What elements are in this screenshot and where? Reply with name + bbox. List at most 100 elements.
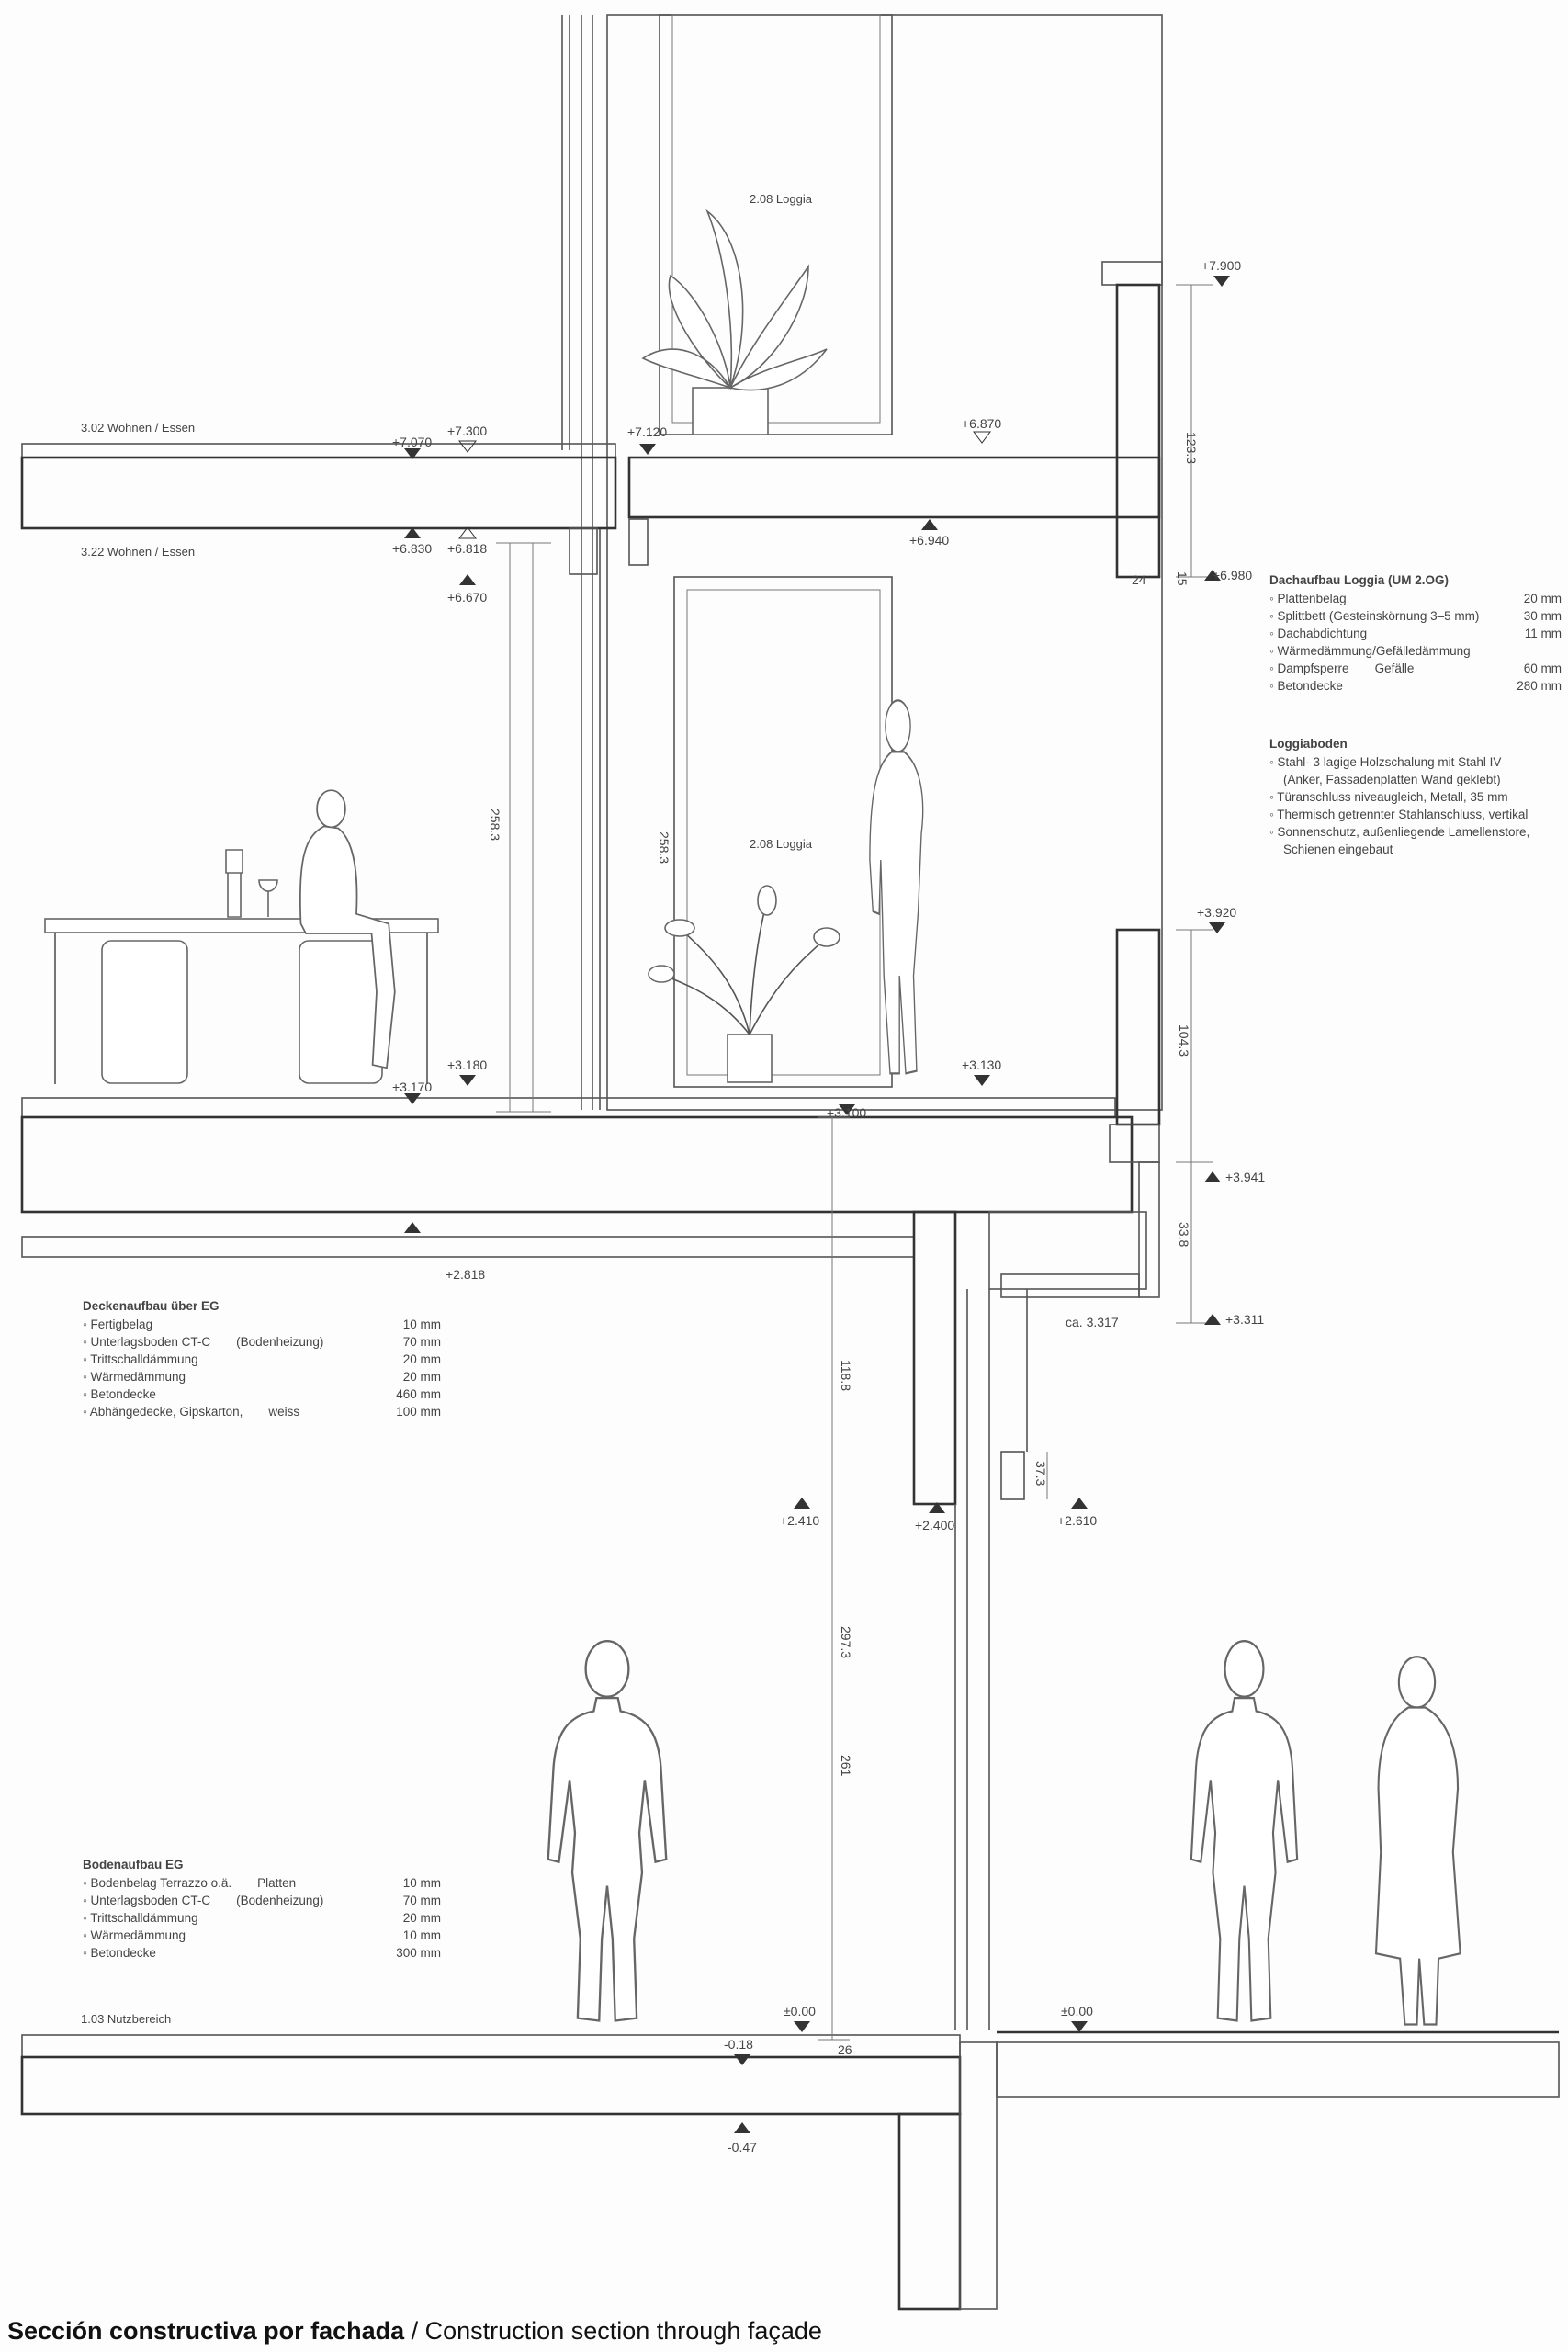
- upper-window: [659, 14, 893, 435]
- note-value: [1510, 841, 1562, 858]
- level-marker: +7.120: [627, 424, 667, 455]
- level-marker: -0.47: [728, 2122, 757, 2154]
- dim-label: 297.3: [839, 1626, 853, 1658]
- level-marker: -0.18: [724, 2037, 753, 2065]
- level-marker: +2.818: [404, 1222, 485, 1282]
- note-title: Bodenaufbau EG: [83, 1858, 184, 1871]
- upper-slab: [20, 456, 617, 530]
- note-row: ◦ Sonnenschutz, außenliegende Lamellenst…: [1269, 823, 1562, 841]
- note-mid: Gefälle: [1374, 662, 1415, 675]
- note-text: ◦ Wärmedämmung/Gefälledämmung: [1269, 644, 1471, 658]
- note-mid: [198, 1351, 389, 1368]
- note-text: ◦ Dachabdichtung: [1269, 627, 1368, 640]
- level-marker: ±0.00: [1061, 2004, 1093, 2032]
- note-row: ◦ Dampfsperre Gefälle 60 mm: [1269, 660, 1562, 677]
- note-text: ◦ Unterlagsboden CT-C: [83, 1335, 211, 1349]
- note-value: 460 mm: [396, 1387, 441, 1401]
- svg-text:+6.980: +6.980: [1213, 568, 1252, 582]
- note-text: ◦ Betondecke: [83, 1946, 156, 1960]
- brick-lintel: [988, 1211, 1147, 1290]
- svg-text:+7.900: +7.900: [1201, 258, 1241, 273]
- note-text: ◦ Thermisch getrennter Stahlanschluss, v…: [1269, 808, 1529, 821]
- note-text: ◦ Türanschluss niveaugleich, Metall, 35 …: [1269, 790, 1508, 804]
- exterior-paving: [996, 2041, 1560, 2098]
- note-text: ◦ Trittschalldämmung: [83, 1911, 198, 1925]
- note-text: ◦ Wärmedämmung: [83, 1370, 186, 1384]
- note-text: ◦ Stahl- 3 lagige Holzschalung mit Stahl…: [1269, 755, 1502, 769]
- dim-label: 261: [839, 1755, 853, 1777]
- svg-text:+3.130: +3.130: [962, 1057, 1001, 1072]
- person-standing-woman-right: [1374, 1656, 1461, 2026]
- svg-text:ca. 3.317: ca. 3.317: [1066, 1315, 1119, 1329]
- loggia-door: [673, 576, 893, 1088]
- floor-finish-middle: [21, 1097, 1116, 1118]
- note-text: ◦ Abhängedecke, Gipskarton,: [83, 1405, 243, 1419]
- svg-text:+3.170: +3.170: [392, 1080, 432, 1094]
- level-marker: +6.980: [1204, 568, 1252, 582]
- note-row: ◦ Splittbett (Gesteinskörnung 3–5 mm)30 …: [1269, 607, 1562, 625]
- note-mid: [152, 1316, 389, 1333]
- ground-slab: [20, 2055, 962, 2116]
- svg-text:+3.941: +3.941: [1225, 1170, 1265, 1184]
- note-text: Schienen eingebaut: [1269, 842, 1393, 856]
- note-row: ◦ Stahl- 3 lagige Holzschalung mit Stahl…: [1269, 753, 1562, 771]
- svg-text:+2.610: +2.610: [1057, 1513, 1097, 1528]
- dim-label: 15: [1175, 571, 1190, 586]
- note-row: ◦ Betondecke 280 mm: [1269, 677, 1562, 695]
- level-marker: +3.180: [447, 1057, 487, 1086]
- note-mid: Platten: [257, 1876, 297, 1890]
- dim-label: 258.3: [488, 808, 502, 841]
- slab-edge-piece: [1109, 1124, 1160, 1163]
- svg-text:+6.818: +6.818: [447, 541, 487, 556]
- dim-label: 123.3: [1184, 432, 1199, 464]
- note-text: ◦ Dampfsperre: [1269, 662, 1349, 675]
- note-value: 60 mm: [1523, 662, 1562, 675]
- svg-text:-0.47: -0.47: [728, 2140, 757, 2154]
- note-mid: [198, 1909, 389, 1927]
- floor-finish-upper: [21, 443, 616, 458]
- note-mid: [1501, 771, 1527, 788]
- note-mid: [1367, 625, 1510, 642]
- note-value: 280 mm: [1517, 679, 1562, 693]
- note-text: ◦ Betondecke: [1269, 679, 1343, 693]
- svg-text:+3.100: +3.100: [827, 1105, 866, 1120]
- note-mid: [186, 1927, 389, 1944]
- note-title: Deckenaufbau über EG: [83, 1299, 220, 1313]
- note-text: (Anker, Fassadenplatten Wand geklebt): [1269, 773, 1501, 786]
- note-value: 20 mm: [402, 1352, 441, 1366]
- dim-label: 24: [1132, 572, 1146, 587]
- note-value: 10 mm: [402, 1928, 441, 1942]
- note-row: ◦ Türanschluss niveaugleich, Metall, 35 …: [1269, 788, 1562, 806]
- note-mid: [156, 1944, 389, 1962]
- note-value: 10 mm: [402, 1876, 441, 1890]
- note-value: [1534, 788, 1568, 806]
- note-value: [1555, 823, 1568, 841]
- note-row: ◦ Unterlagsboden CT-C(Bodenheizung)70 mm: [83, 1892, 441, 1909]
- foundation-wall: [897, 2112, 962, 2311]
- lintel-grid: [1000, 1273, 1140, 1298]
- note-row: (Anker, Fassadenplatten Wand geklebt): [1269, 771, 1562, 788]
- level-marker: +6.870: [962, 416, 1001, 444]
- note-value: [1553, 806, 1568, 823]
- svg-text:+6.670: +6.670: [447, 590, 487, 605]
- note-mid: [1528, 806, 1553, 823]
- dimension-lines: [496, 284, 1213, 2041]
- level-marker: +3.920: [1197, 905, 1236, 933]
- note-mid: (Bodenheizung): [236, 1894, 324, 1907]
- level-marker: +6.940: [909, 519, 949, 548]
- person-seated-woman: [299, 789, 396, 1069]
- loggia-slab: [627, 456, 1161, 519]
- dim-label: 37.3: [1033, 1461, 1048, 1486]
- note-text: ◦ Splittbett (Gesteinskörnung 3–5 mm): [1269, 609, 1480, 623]
- column: [912, 1210, 957, 1506]
